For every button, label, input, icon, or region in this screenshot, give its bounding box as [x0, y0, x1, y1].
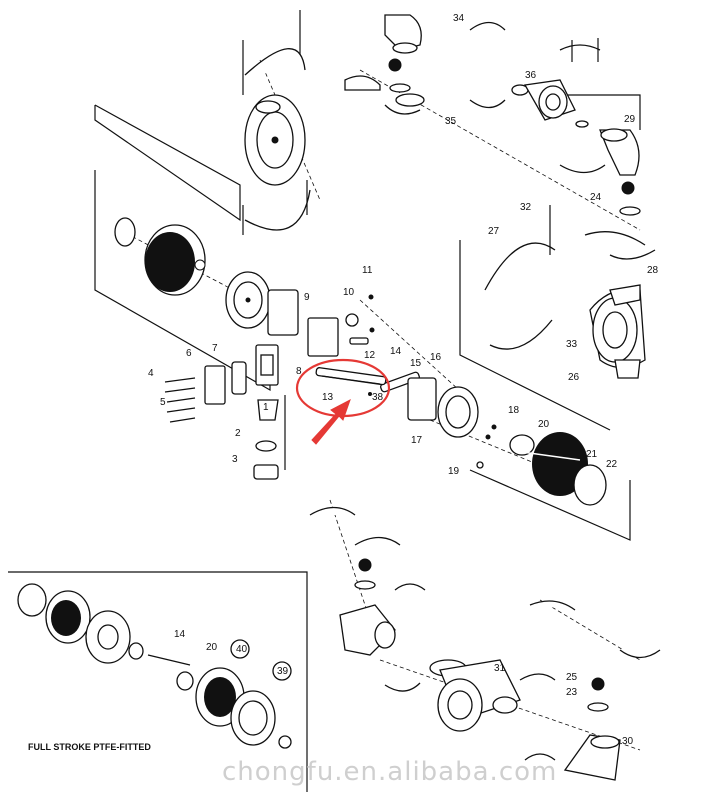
part-label: 20	[538, 419, 550, 430]
part-label: 31	[494, 663, 506, 674]
part-label: 34	[453, 13, 465, 24]
highlight-arrow	[311, 398, 351, 445]
part-label: 21	[586, 449, 598, 460]
part-label: 38	[372, 392, 384, 403]
top-left-chamber	[242, 10, 311, 235]
part-label: 5	[160, 397, 166, 408]
part-label: 32	[520, 202, 532, 213]
watermark: chongfu.en.alibaba.com	[222, 757, 557, 787]
part-label: 17	[411, 435, 423, 446]
part-label: 15	[410, 358, 422, 369]
part-label: 35	[445, 116, 457, 127]
part-label: 40	[236, 644, 248, 655]
highlight-callout	[295, 358, 391, 445]
part-label: 25	[566, 672, 578, 683]
right-chamber	[484, 205, 656, 379]
part-label: 22	[606, 459, 618, 470]
part-label: 24	[590, 192, 602, 203]
part-label: 7	[212, 343, 218, 354]
part-label: 39	[277, 666, 289, 677]
part-label: 23	[566, 687, 578, 698]
top-manifold	[344, 14, 641, 216]
part-label: 9	[304, 292, 310, 303]
part-label: 18	[508, 405, 520, 416]
part-label: 10	[343, 287, 355, 298]
part-label: 26	[568, 372, 580, 383]
part-label: 14	[174, 629, 186, 640]
part-label: 19	[448, 466, 460, 477]
assembly-leader-lines	[119, 59, 641, 751]
right-diaphragm-set	[407, 377, 607, 506]
part-label: 4	[148, 368, 154, 379]
part-label: 14	[390, 346, 402, 357]
part-label: 3	[232, 454, 238, 465]
part-label: 20	[206, 642, 218, 653]
part-label: 30	[622, 736, 634, 747]
part-label: 13	[322, 392, 334, 403]
left-diaphragm-set	[114, 217, 299, 336]
part-labels: 1 2 3 4 5 6 7 8 9 10 11 12 13 14 15 16 1…	[148, 13, 659, 747]
part-label: 1	[263, 402, 269, 413]
part-label: 36	[525, 70, 537, 81]
part-label: 12	[364, 350, 376, 361]
part-label: 16	[430, 352, 442, 363]
part-label: 29	[624, 114, 636, 125]
part-label: 11	[362, 265, 373, 276]
inset-title: FULL STROKE PTFE-FITTED	[28, 742, 151, 752]
part-label: 6	[186, 348, 192, 359]
part-label: 8	[296, 366, 302, 377]
part-label: 27	[488, 226, 500, 237]
bolts-4-5	[164, 377, 196, 423]
part-label: 2	[235, 428, 241, 439]
inset-panel	[8, 571, 308, 792]
part-label: 28	[647, 265, 659, 276]
part-label: 33	[566, 339, 578, 350]
bottom-manifold	[309, 506, 661, 781]
center-air-valve	[204, 294, 420, 480]
